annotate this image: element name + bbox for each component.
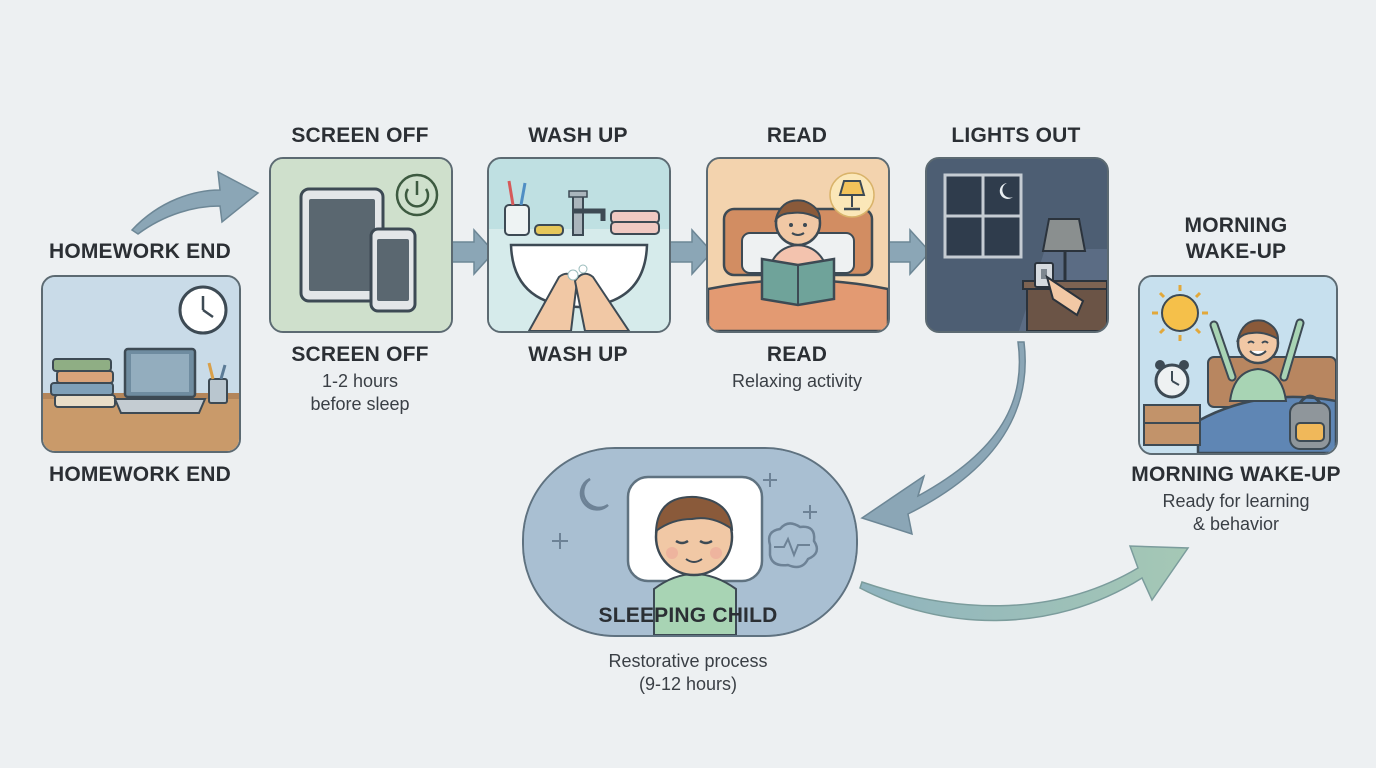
read-top-label: READ: [766, 124, 828, 147]
tablet-icon: [299, 187, 385, 303]
sleeping-child-caption-2: (9-12 hours): [638, 674, 738, 694]
lamp-icon: [829, 172, 875, 218]
wash-up-card: [487, 157, 671, 333]
read-caption: Relaxing activity: [731, 371, 863, 391]
homework-end-top-label: HOMEWORK END: [48, 240, 232, 263]
window-icon: [943, 173, 1023, 259]
blanket-icon: [653, 573, 737, 635]
arrow-homework-to-screen-off: [130, 170, 260, 235]
lights-out-card: [925, 157, 1109, 333]
moon-icon: [579, 477, 609, 511]
wash-up-top-label: WASH UP: [528, 124, 628, 147]
screen-off-caption-2: before sleep: [310, 394, 410, 414]
pencil-cup-icon: [207, 362, 228, 404]
screen-off-bottom-label: SCREEN OFF: [291, 343, 429, 366]
soap-icon: [534, 224, 564, 236]
homework-end-bottom-label: HOMEWORK END: [48, 463, 232, 486]
sleeping-child-label: SLEEPING CHILD: [598, 604, 778, 627]
screen-off-caption-1: 1-2 hours: [321, 371, 399, 391]
books-icon: [50, 358, 116, 408]
arrow-wash-up-to-read: [669, 228, 714, 276]
alarm-clock-icon: [1154, 360, 1190, 399]
read-card: [706, 157, 890, 333]
morning-caption-2: & behavior: [1192, 514, 1280, 534]
faucet-icon: [568, 190, 606, 236]
wash-up-bottom-label: WASH UP: [528, 343, 628, 366]
arrow-lights-out-to-sleep: [860, 341, 1026, 536]
sleeping-child-icon: [654, 495, 734, 577]
arrow-screen-off-to-wash-up: [451, 228, 496, 276]
morning-top-label-2: WAKE-UP: [1185, 240, 1287, 263]
laptop-icon: [113, 347, 207, 414]
brain-icon: [767, 522, 819, 569]
power-icon: [395, 173, 439, 217]
backpack-icon: [1289, 394, 1331, 450]
hands-icon: [527, 264, 631, 331]
sleeping-child-blob: [522, 447, 858, 637]
sun-icon: [1152, 285, 1208, 341]
morning-top-label-1: MORNING: [1184, 214, 1288, 237]
nightstand-icon: [1143, 404, 1201, 446]
book-icon: [760, 257, 836, 307]
homework-end-card: [41, 275, 241, 453]
arrow-sleep-to-morning: [859, 545, 1190, 622]
lights-out-top-label: LIGHTS OUT: [951, 124, 1081, 147]
phone-icon: [369, 227, 417, 313]
towel-icon: [610, 210, 660, 235]
morning-caption-1: Ready for learning: [1162, 491, 1310, 511]
morning-wake-up-card: [1138, 275, 1338, 455]
sleeping-child-caption-1: Restorative process: [608, 651, 768, 671]
arrow-read-to-lights-out: [887, 228, 932, 276]
clock-icon: [178, 285, 228, 335]
read-bottom-label: READ: [766, 343, 828, 366]
sparkle-icon: [552, 473, 817, 549]
screen-off-card: [269, 157, 453, 333]
toothbrush-icon: [504, 180, 530, 236]
child-waking-icon: [1209, 318, 1305, 402]
hand-icon: [1045, 274, 1085, 317]
moon-icon: [999, 183, 1013, 199]
screen-off-top-label: SCREEN OFF: [291, 124, 429, 147]
morning-bottom-label: MORNING WAKE-UP: [1131, 463, 1341, 486]
